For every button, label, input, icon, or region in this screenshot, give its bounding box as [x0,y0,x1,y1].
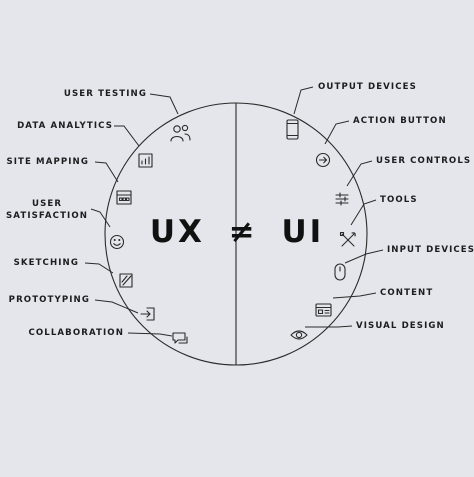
tools-icon [339,231,356,247]
arrow-circle-icon [315,152,331,168]
connector-input-devices [344,249,384,264]
smartphone-icon [286,119,299,140]
label-collaboration: COLLABORATION [28,328,124,338]
label-output-devices: OUTPUT DEVICES [318,82,417,92]
sketch-pad-icon [119,273,133,288]
connector-output-devices [293,86,314,115]
label-data-analytics: DATA ANALYTICS [17,121,113,131]
connector-action-button [324,120,350,145]
connector-site-mapping [94,161,119,183]
bar-chart-icon [138,153,153,168]
users-icon [170,124,191,142]
title-ux: UX [149,214,205,250]
connector-collaboration [127,332,173,337]
label-content: CONTENT [380,288,434,298]
sitemap-icon [116,190,132,205]
label-tools: TOOLS [380,195,418,205]
prototype-icon [140,307,155,321]
page-title: UX ≠ UI [130,214,344,250]
label-input-devices: INPUT DEVICES [387,245,474,255]
label-user-controls: USER CONTROLS [376,156,472,166]
mouse-icon [334,263,346,281]
connector-user-testing [149,93,179,115]
connector-sketching [84,262,114,274]
connector-user-satisfaction [90,208,111,228]
label-user-testing: USER TESTING [63,89,147,99]
eye-icon [290,330,308,340]
label-action-button: ACTION BUTTON [353,116,447,126]
connector-data-analytics [114,125,140,147]
connector-user-controls [346,160,373,187]
connector-content [332,292,377,299]
sliders-icon [335,192,349,206]
label-user-satisfaction: USER SATISFACTION [6,198,88,222]
label-user-satisfaction-line2: SATISFACTION [6,211,89,221]
label-prototyping: PROTOTYPING [8,295,90,305]
connector-prototyping [94,299,139,314]
label-user-satisfaction-line1: USER [31,199,63,209]
label-visual-design: VISUAL DESIGN [356,321,445,331]
chat-bubbles-icon [172,332,188,344]
connector-tools [350,199,377,226]
label-site-mapping: SITE MAPPING [6,157,89,167]
label-sketching: SKETCHING [13,258,79,268]
title-not-equal: ≠ [228,214,258,250]
layout-icon [315,303,332,317]
smiley-icon [109,234,125,250]
title-ui: UI [281,214,325,250]
connector-visual-design [305,325,353,328]
